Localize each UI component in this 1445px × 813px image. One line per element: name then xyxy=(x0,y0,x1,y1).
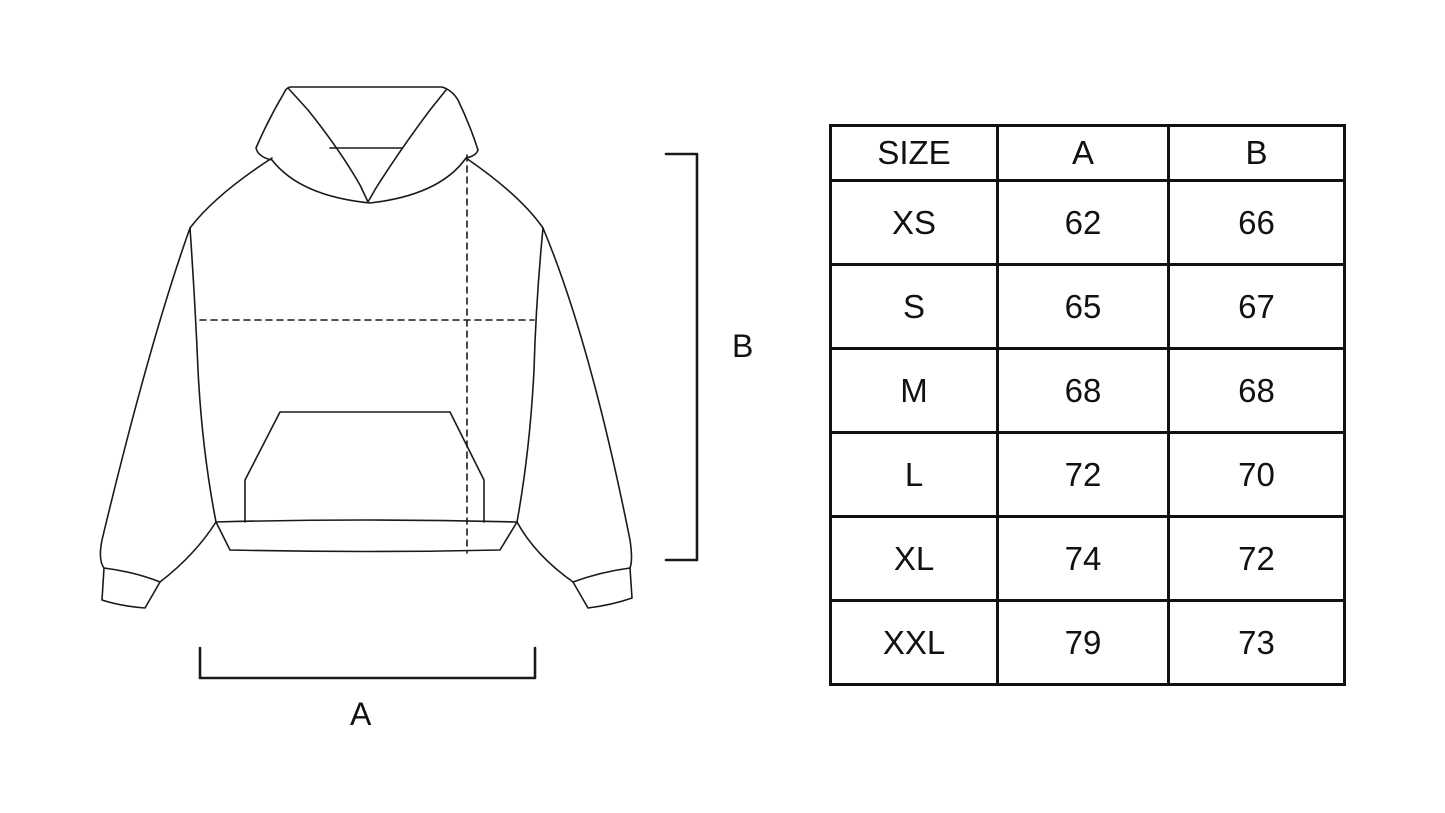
dimension-b-label: B xyxy=(732,328,754,364)
table-row: XL 74 72 xyxy=(829,515,1346,602)
header-size: SIZE xyxy=(829,124,999,182)
table-row: XXL 79 73 xyxy=(829,599,1346,686)
b-value-cell: 66 xyxy=(1167,179,1346,266)
table-row: M 68 68 xyxy=(829,347,1346,434)
kangaroo-pocket xyxy=(244,411,485,523)
left-cuff xyxy=(101,567,161,609)
a-value-cell: 68 xyxy=(996,347,1170,434)
hood-outline xyxy=(255,86,479,204)
dimension-a-bracket xyxy=(198,646,537,680)
b-value-cell: 73 xyxy=(1167,599,1346,686)
size-cell: XL xyxy=(829,515,999,602)
b-value-cell: 67 xyxy=(1167,263,1346,350)
hem-band xyxy=(215,519,518,553)
right-sleeve xyxy=(516,227,633,583)
table-row: L 72 70 xyxy=(829,431,1346,518)
body-right-side xyxy=(465,157,544,523)
b-value-cell: 70 xyxy=(1167,431,1346,518)
dimension-a-label: A xyxy=(350,696,372,732)
a-value-cell: 72 xyxy=(996,431,1170,518)
size-cell: L xyxy=(829,431,999,518)
table-row: XS 62 66 xyxy=(829,179,1346,266)
size-cell: M xyxy=(829,347,999,434)
b-value-cell: 68 xyxy=(1167,347,1346,434)
a-value-cell: 74 xyxy=(996,515,1170,602)
a-value-cell: 62 xyxy=(996,179,1170,266)
header-b: B xyxy=(1167,124,1346,182)
b-value-cell: 72 xyxy=(1167,515,1346,602)
table-row: S 65 67 xyxy=(829,263,1346,350)
a-value-cell: 79 xyxy=(996,599,1170,686)
hood-opening xyxy=(287,87,447,203)
a-value-cell: 65 xyxy=(996,263,1170,350)
size-cell: XS xyxy=(829,179,999,266)
body-left-side xyxy=(189,157,273,523)
size-cell: S xyxy=(829,263,999,350)
dimension-b-bracket xyxy=(664,152,699,562)
left-sleeve xyxy=(99,227,217,583)
right-cuff xyxy=(572,567,633,609)
header-a: A xyxy=(996,124,1170,182)
size-chart-table: SIZE A B XS 62 66 S 65 67 M 68 68 L 72 7… xyxy=(829,124,1346,686)
table-header-row: SIZE A B xyxy=(829,124,1346,182)
size-cell: XXL xyxy=(829,599,999,686)
